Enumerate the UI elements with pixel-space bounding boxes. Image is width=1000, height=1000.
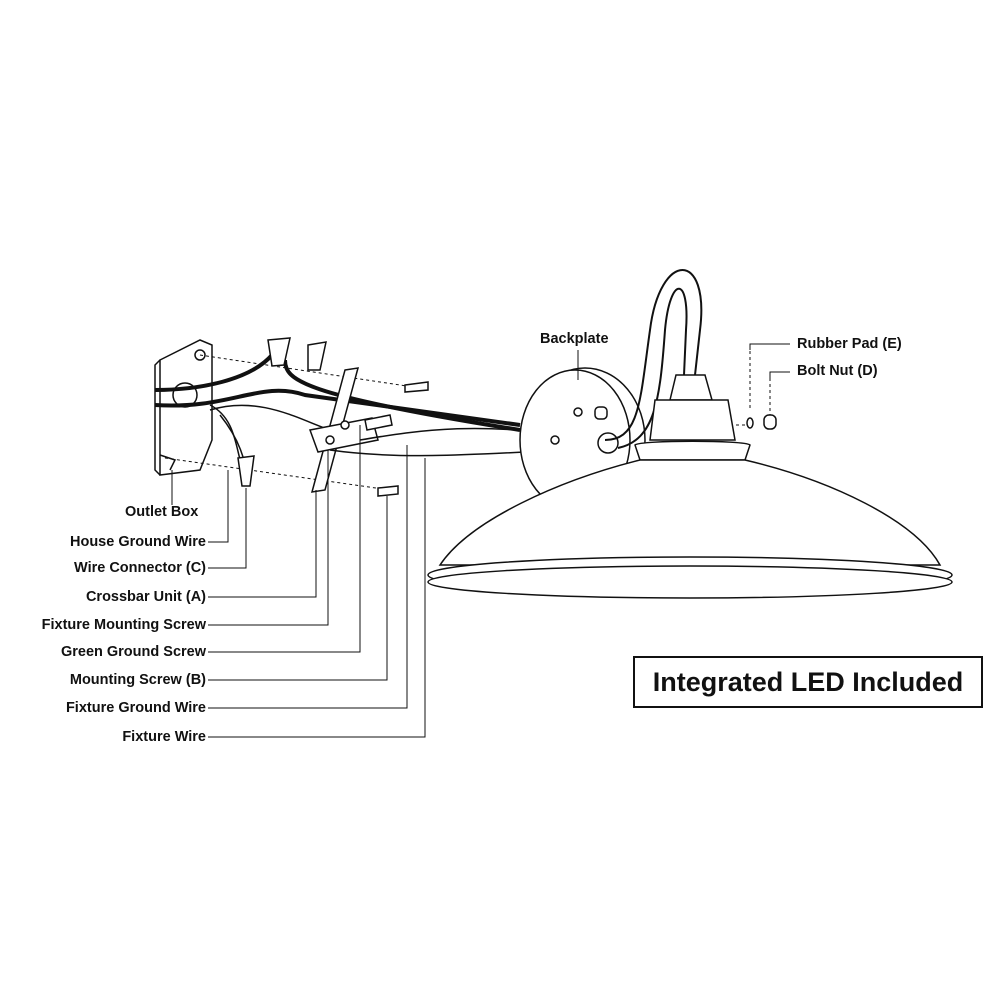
gooseneck-arm bbox=[604, 269, 703, 441]
label-house-ground-wire: House Ground Wire bbox=[69, 534, 206, 550]
label-backplate: Backplate bbox=[540, 331, 609, 347]
label-fixture-mounting-screw: Fixture Mounting Screw bbox=[41, 617, 206, 633]
label-rubber-pad: Rubber Pad (E) bbox=[797, 336, 902, 352]
label-green-ground-screw: Green Ground Screw bbox=[60, 644, 206, 660]
label-crossbar-unit: Crossbar Unit (A) bbox=[85, 589, 206, 605]
integrated-led-note: Integrated LED Included bbox=[633, 656, 983, 708]
label-fixture-wire: Fixture Wire bbox=[122, 729, 206, 745]
label-outlet-box: Outlet Box bbox=[125, 504, 199, 520]
shade-drawing bbox=[427, 374, 953, 599]
label-bolt-nut: Bolt Nut (D) bbox=[797, 363, 878, 379]
outlet-box-drawing bbox=[154, 339, 213, 476]
label-wire-connector: Wire Connector (C) bbox=[74, 560, 206, 576]
label-fixture-ground-wire: Fixture Ground Wire bbox=[65, 700, 206, 716]
label-mounting-screw: Mounting Screw (B) bbox=[69, 672, 206, 688]
crossbar-drawing bbox=[308, 367, 393, 493]
house-wires bbox=[154, 353, 521, 481]
wire-connectors bbox=[237, 337, 327, 487]
